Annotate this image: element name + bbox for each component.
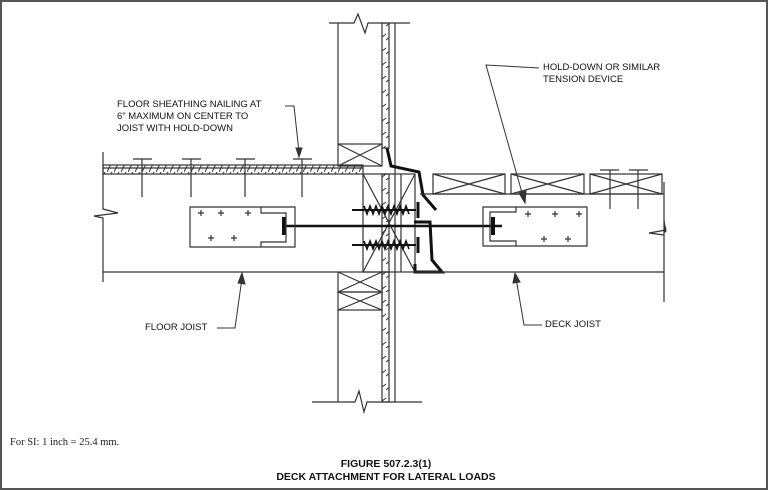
deck-ledger-blocks [432,173,663,195]
lag-screw-upper [352,202,420,218]
floor-joist [93,152,338,282]
figure-number: FIGURE 507.2.3(1) [340,458,432,470]
sheathing-nailing-label: FLOOR SHEATHING NAILING AT 6" MAXIMUM ON… [117,99,261,135]
rim-joist [362,162,416,273]
leader-lines [217,64,542,329]
figure-title: DECK ATTACHMENT FOR LATERAL LOADS [276,471,496,483]
label-line: HOLD-DOWN OR SIMILAR [543,62,661,73]
floor-joist-label: FLOOR JOIST [145,322,208,333]
top-plate-blocking [337,143,383,167]
wall-lower [312,271,422,415]
hold-down-leader [485,64,540,201]
hold-down-left [189,206,296,248]
lag-screw-lower [352,237,420,253]
floor-joist-leader [217,277,243,329]
label-line: FLOOR SHEATHING NAILING AT [117,99,262,110]
label-line: 6" MAXIMUM ON CENTER TO [117,111,249,122]
hold-down-label: HOLD-DOWN OR SIMILAR TENSION DEVICE [543,62,660,86]
label-line: JOIST WITH HOLD-DOWN [117,123,233,134]
wall-upper [329,12,410,162]
sheathing-leader [285,105,300,153]
label-line: TENSION DEVICE [543,74,624,85]
deck-nails [600,169,648,209]
tension-rod [282,217,502,235]
lag-screws [352,202,420,253]
si-conversion-note: For SI: 1 inch = 25.4 mm. [10,437,120,448]
hold-down-right [482,206,588,247]
deck-joist-label: DECK JOIST [545,319,601,330]
deck-joist [414,182,667,302]
flashing [385,147,446,274]
sheathing-nails [133,158,312,197]
deck-joist-leader [515,277,542,326]
